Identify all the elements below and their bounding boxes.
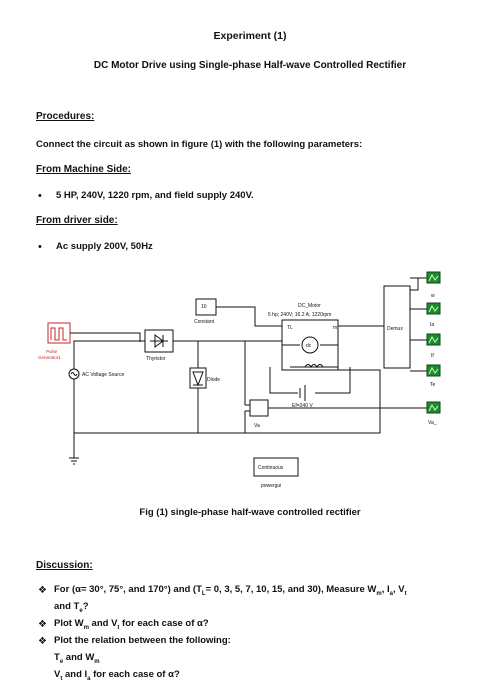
discussion-item-1-cont: and Te? (54, 601, 89, 614)
scope-ia (426, 302, 441, 315)
scope-if (426, 333, 441, 346)
diamond-bullet: ❖ (38, 619, 47, 630)
discussion-item-1: For (α= 30°, 75°, and 170°) and (TL= 0, … (54, 584, 407, 597)
discussion-heading: Discussion: (36, 560, 93, 571)
field-source-label: Ef=240 V (292, 403, 313, 409)
driver-side-item: Ac supply 200V, 50Hz (56, 241, 153, 252)
scope-if-label: If (431, 353, 434, 359)
driver-side-heading: From driver side: (36, 215, 118, 226)
pulse-generator-label-2: Generator1 (38, 355, 61, 360)
powergui-block (253, 457, 299, 477)
figure-caption: Fig (1) single-phase half-wave controlle… (139, 507, 361, 518)
scope-va-label: Va_ (428, 420, 437, 426)
voltmeter-block (249, 399, 269, 417)
machine-side-heading: From Machine Side: (36, 164, 132, 175)
constant-value: 10 (201, 304, 207, 310)
dc-motor-armature (301, 336, 319, 354)
procedures-heading: Procedures: (36, 111, 95, 122)
discussion-item-2: Plot Wm and Vt for each case of α? (54, 618, 209, 631)
powergui-label: powergui (261, 483, 281, 489)
scope-te (426, 364, 441, 377)
tl-port-label: TL (287, 325, 293, 331)
voltmeter-label: Va (254, 423, 260, 429)
discussion-sub-item-1: Te and Wm (54, 652, 100, 665)
dc-motor-name: DC_Motor (298, 303, 321, 309)
ac-source-label: AC Voltage Source (82, 372, 124, 378)
discussion-sub-item-2: Vt and Ia for each case of α? (54, 669, 180, 682)
diamond-bullet: ❖ (38, 636, 47, 647)
m-port-label: m (333, 325, 337, 331)
pulse-generator-label-1: Pulse (46, 349, 58, 354)
list-bullet: • (38, 241, 42, 253)
dc-symbol: dc (306, 343, 312, 349)
dc-motor-params: 5 hp; 240V; 16.2 A; 1220rpm (268, 312, 331, 318)
thyristor-label: Thyristor (146, 356, 166, 362)
scope-te-label: Te (430, 382, 436, 388)
scope-w-label: w (431, 293, 435, 299)
scope-va (426, 401, 441, 414)
scope-w (426, 271, 441, 284)
demux-label: Demux (387, 326, 403, 332)
scope-ia-label: Ia (430, 322, 434, 328)
instruction-text: Connect the circuit as shown in figure (… (36, 139, 363, 150)
doc-subtitle: DC Motor Drive using Single-phase Half-w… (93, 60, 407, 71)
diode-label: Diode (207, 377, 220, 383)
discussion-item-3: Plot the relation between the following: (54, 635, 231, 646)
doc-title: Experiment (1) (213, 30, 287, 42)
circuit-figure: 10 Constant DC_Motor 5 hp; 240V; 16.2 A;… (38, 271, 441, 489)
continuous-label: Continuous (258, 465, 284, 471)
constant-label: Constant (194, 319, 215, 325)
demux-block (383, 285, 411, 369)
diamond-bullet: ❖ (38, 585, 47, 596)
machine-side-item: 5 HP, 240V, 1220 rpm, and field supply 2… (56, 190, 254, 201)
list-bullet: • (38, 190, 42, 202)
